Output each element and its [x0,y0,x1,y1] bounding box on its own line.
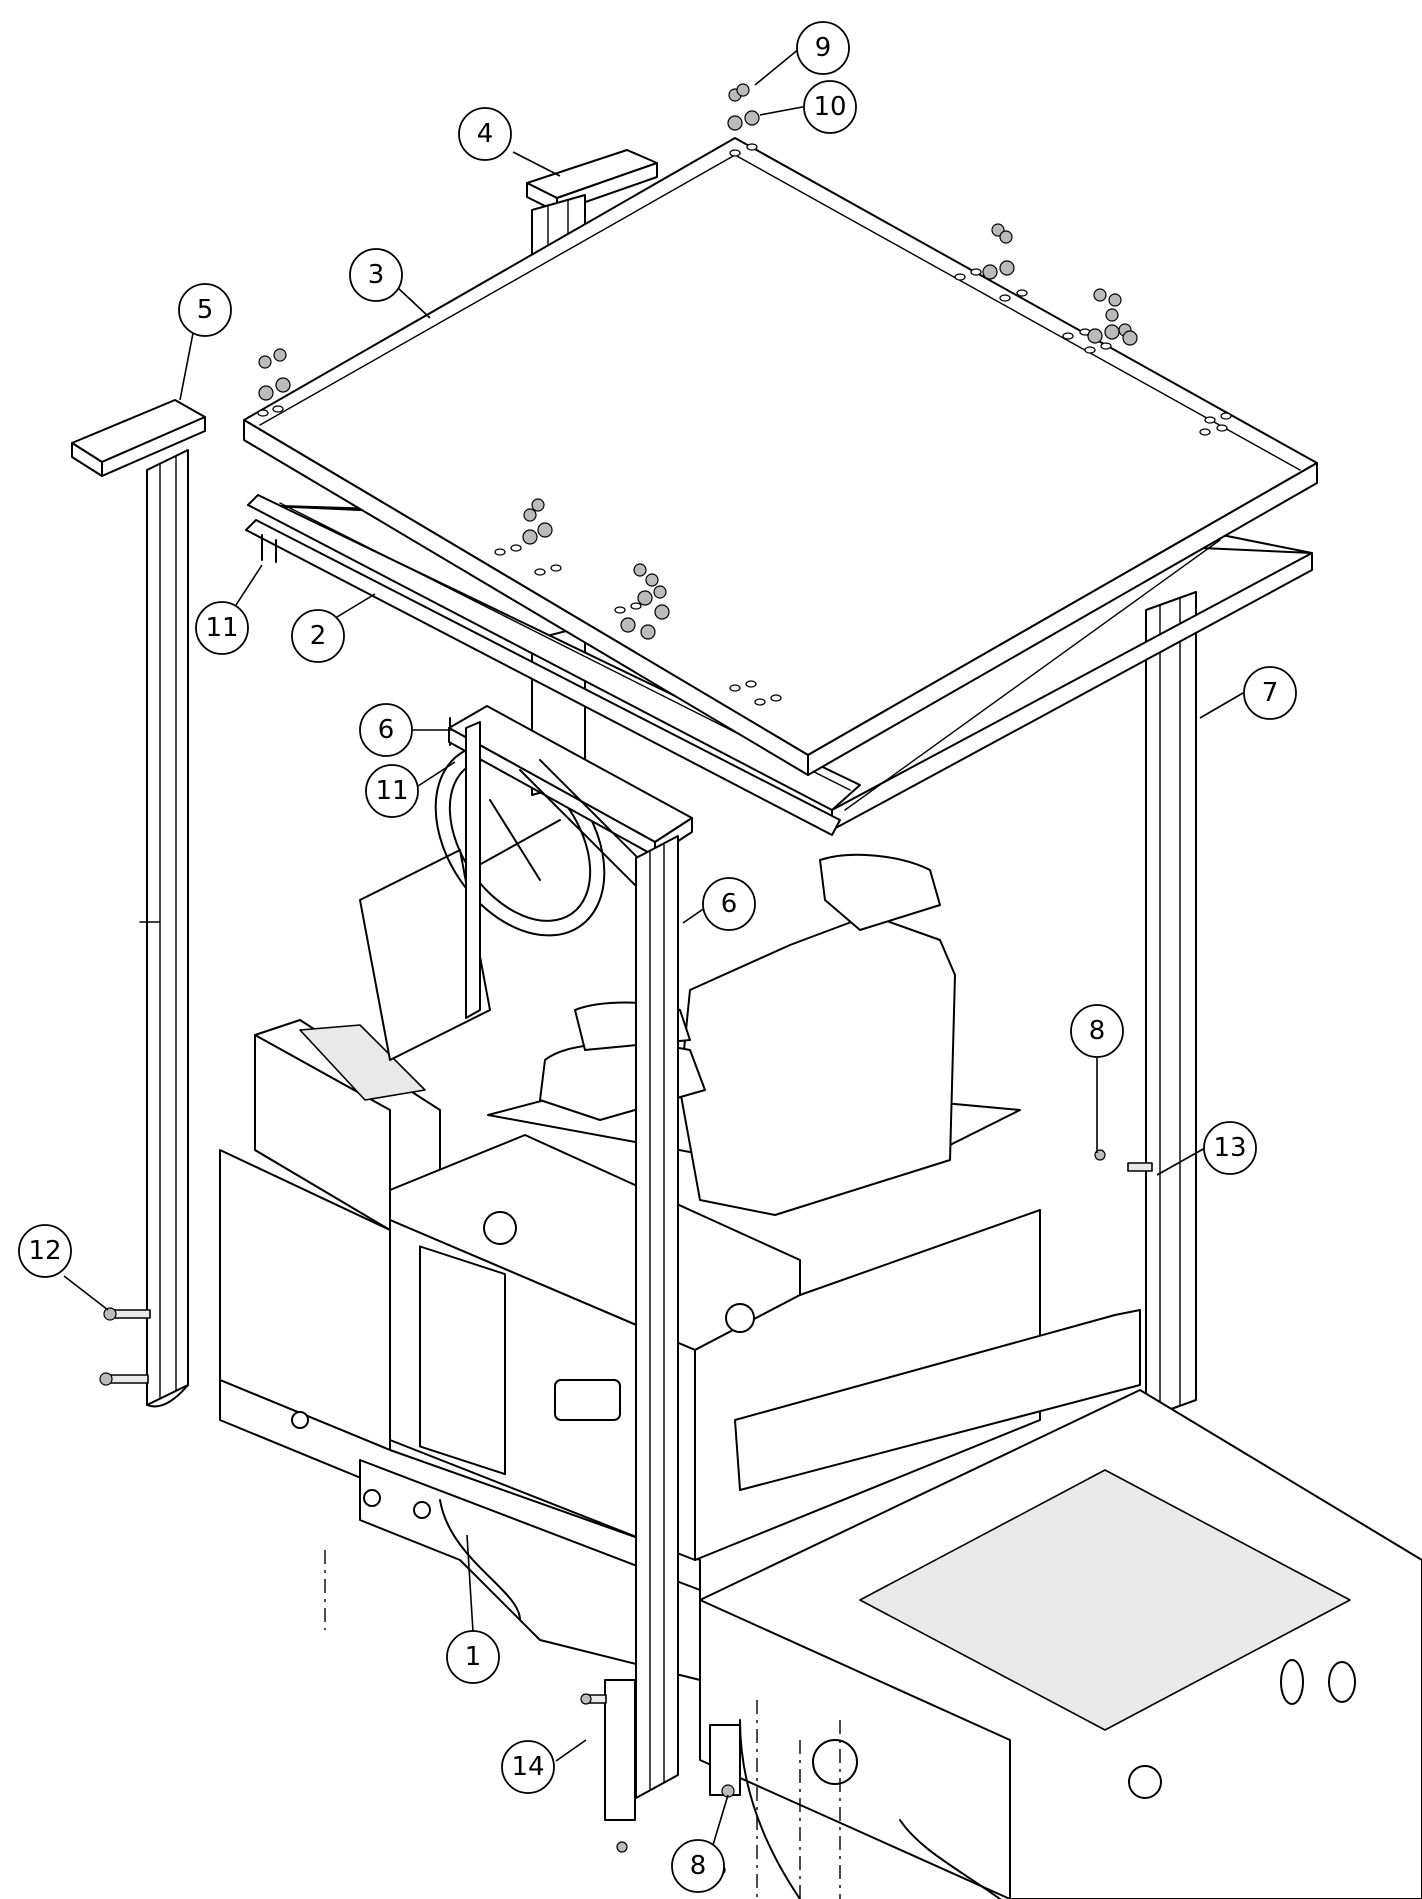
callout-6-lower: 6 [702,877,756,931]
callout-2: 2 [291,609,345,663]
callout-11-lower: 11 [365,764,419,818]
callout-label: 7 [1262,678,1279,708]
post-6 [448,705,741,1821]
callout-3: 3 [349,248,403,302]
callout-10: 10 [803,80,857,134]
callout-label: 10 [813,92,846,122]
callout-label: 8 [1089,1016,1106,1046]
callout-label: 2 [310,621,327,651]
callout-7: 7 [1243,666,1297,720]
callout-14: 14 [501,1740,555,1794]
hardware-nuts [258,83,1138,640]
callout-13: 13 [1203,1121,1257,1175]
callout-label: 12 [28,1236,61,1266]
post-5 [71,399,206,1408]
callout-6-upper: 6 [359,703,413,757]
machine-body-1 [219,743,1422,1899]
callout-1: 1 [446,1630,500,1684]
callout-5: 5 [178,283,232,337]
canopy-holes [257,143,1232,706]
post-7 [1145,591,1197,1419]
callout-label: 3 [368,260,385,290]
callouts: 9 10 4 3 5 11 2 7 [18,21,1297,1893]
callout-label: 6 [378,715,395,745]
callout-label: 1 [465,1642,482,1672]
callout-9: 9 [796,21,850,75]
callout-label: 4 [477,119,494,149]
callout-12: 12 [18,1224,72,1278]
callout-4: 4 [458,107,512,161]
callout-label: 8 [690,1851,707,1881]
callout-label: 11 [205,613,238,643]
canopy-3 [243,137,1318,776]
callout-8-upper: 8 [1070,1004,1124,1058]
callout-label: 14 [511,1752,544,1782]
callout-label: 5 [197,295,214,325]
callout-label: 13 [1213,1133,1246,1163]
callout-8-lower: 8 [671,1839,725,1893]
callout-label: 9 [815,33,832,63]
callout-label: 6 [721,889,738,919]
callout-label: 11 [375,776,408,806]
callout-11-upper: 11 [195,601,249,655]
